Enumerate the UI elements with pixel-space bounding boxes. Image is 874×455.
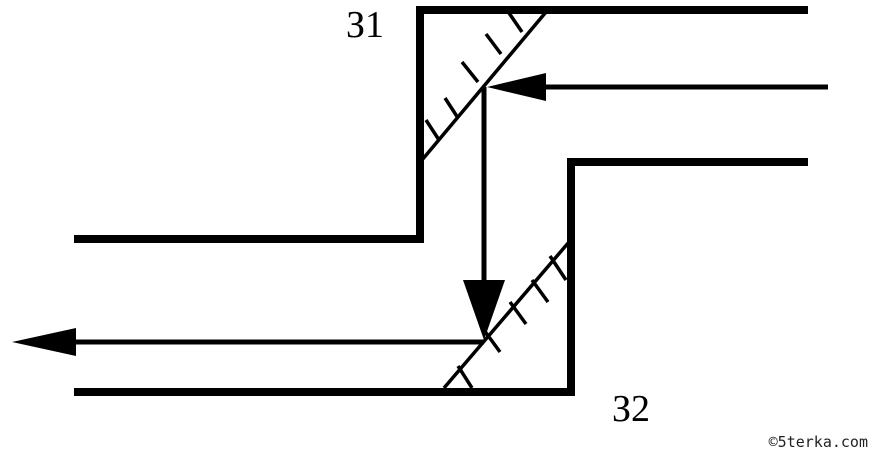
mirror-1-hatch — [443, 97, 460, 119]
mirror-2-hatch — [548, 255, 568, 281]
mirror-1-surface — [420, 10, 548, 162]
tube-wall-upper — [74, 6, 808, 243]
arrow-incoming-icon — [487, 73, 546, 101]
mirror-2 — [442, 240, 571, 390]
arrow-outgoing-icon — [12, 328, 76, 356]
mirror-1-hatch — [424, 119, 441, 141]
arrow-down-icon — [463, 280, 505, 340]
light-ray — [70, 84, 828, 345]
mirror-1-hatch — [460, 60, 480, 84]
mirror-2-hatch — [482, 328, 502, 354]
mirror-2-hatch — [530, 278, 550, 304]
mirror-2-hatch — [456, 365, 474, 389]
mirror-1 — [420, 10, 548, 162]
watermark: ©5terka.com — [768, 433, 868, 451]
mirror-1-label: З1 — [346, 4, 385, 46]
mirror-2-hatch — [508, 300, 528, 326]
mirror-1-hatch — [484, 32, 503, 56]
mirror-1-hatch — [507, 12, 524, 33]
tube-wall-lower — [74, 158, 808, 396]
mirror-2-label: З2 — [612, 388, 651, 430]
mirror-2-surface — [442, 240, 571, 390]
